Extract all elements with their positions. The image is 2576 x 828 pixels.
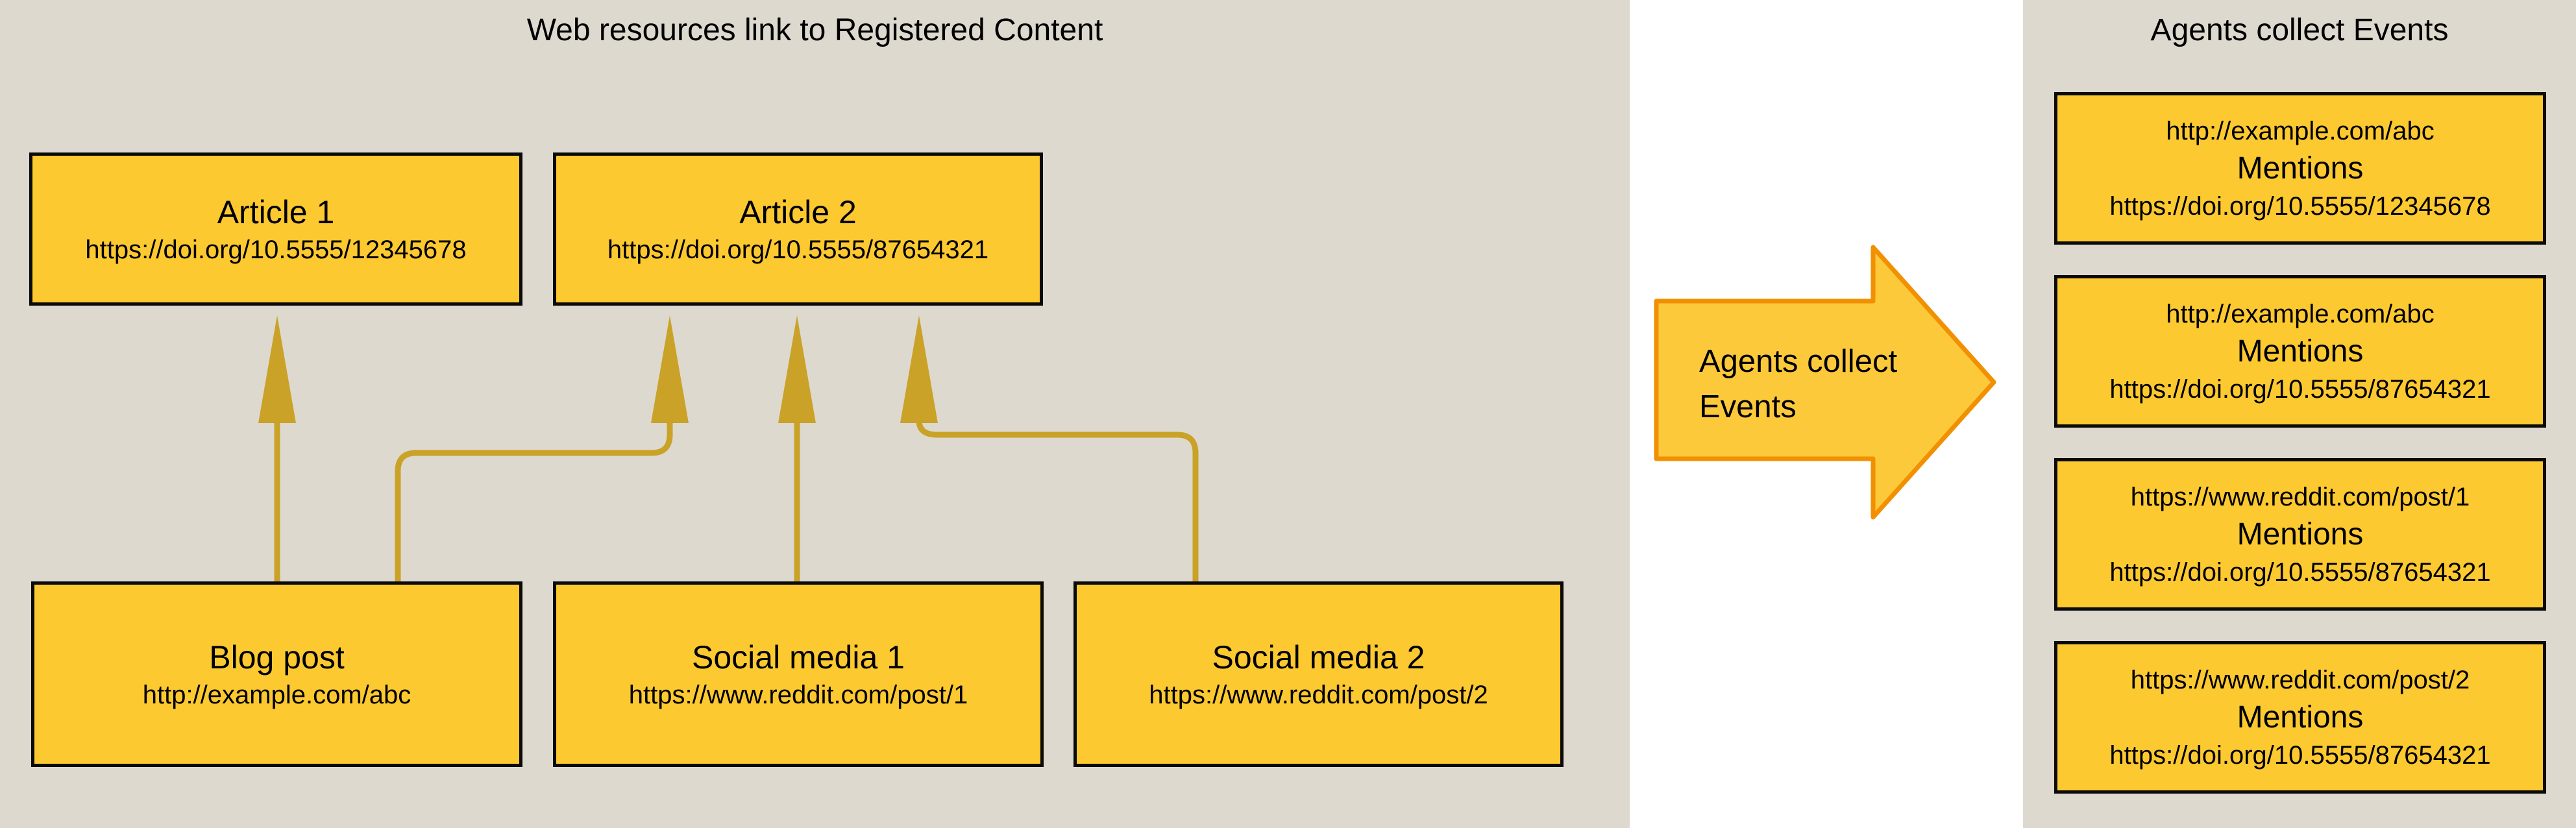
arrow-label-line-1: Agents collect xyxy=(1699,344,1898,379)
event-box: https://www.reddit.com/post/1 Mentions h… xyxy=(2054,458,2546,611)
connector-blog-post-to-article-1 xyxy=(258,315,296,585)
arrowhead-up-icon xyxy=(778,315,816,423)
left-panel-title: Web resources link to Registered Content xyxy=(526,13,1103,47)
event-subject-url: http://example.com/abc xyxy=(2166,299,2435,328)
right-arrow-icon xyxy=(1654,245,1996,520)
arrowhead-up-icon xyxy=(258,315,296,423)
connector-line xyxy=(395,420,673,585)
agents-collect-arrow-label: Agents collect Events xyxy=(1699,339,1897,430)
node-title: Social media 1 xyxy=(692,639,905,676)
middle-panel: Agents collect Events xyxy=(1630,0,2023,828)
right-panel: Agents collect Events http://example.com… xyxy=(2023,0,2576,828)
node-url: https://doi.org/10.5555/87654321 xyxy=(607,236,989,264)
connector-line xyxy=(916,420,1199,585)
event-subject-url: https://www.reddit.com/post/1 xyxy=(2130,482,2470,511)
event-predicate: Mentions xyxy=(2237,700,2364,735)
node-article-1: Article 1 https://doi.org/10.5555/123456… xyxy=(29,152,522,306)
node-social-media-2: Social media 2 https://www.reddit.com/po… xyxy=(1073,581,1564,767)
node-title: Social media 2 xyxy=(1212,639,1425,676)
event-predicate: Mentions xyxy=(2237,334,2364,369)
event-object-url: https://doi.org/10.5555/12345678 xyxy=(2109,191,2491,221)
connector-blog-post-to-article-2 xyxy=(395,315,689,585)
node-social-media-1: Social media 1 https://www.reddit.com/po… xyxy=(553,581,1044,767)
node-url: https://doi.org/10.5555/12345678 xyxy=(85,236,467,264)
right-panel-title: Agents collect Events xyxy=(2150,13,2449,47)
event-predicate: Mentions xyxy=(2237,517,2364,552)
connector-social-media-2-to-article-2 xyxy=(900,315,1199,585)
event-box: http://example.com/abc Mentions https://… xyxy=(2054,275,2546,428)
arrowhead-up-icon xyxy=(651,315,689,423)
connector-social-media-1-to-article-2 xyxy=(778,315,816,585)
event-object-url: https://doi.org/10.5555/87654321 xyxy=(2109,740,2491,770)
event-predicate: Mentions xyxy=(2237,151,2364,186)
left-panel: Web resources link to Registered Content… xyxy=(0,0,1630,828)
node-url: http://example.com/abc xyxy=(142,681,411,709)
node-title: Blog post xyxy=(209,639,345,676)
arrowhead-up-icon xyxy=(900,315,938,423)
node-url: https://www.reddit.com/post/1 xyxy=(628,681,968,709)
node-url: https://www.reddit.com/post/2 xyxy=(1149,681,1488,709)
agents-collect-arrow-shape xyxy=(1654,245,1996,520)
event-box: http://example.com/abc Mentions https://… xyxy=(2054,92,2546,245)
node-article-2: Article 2 https://doi.org/10.5555/876543… xyxy=(553,152,1043,306)
event-object-url: https://doi.org/10.5555/87654321 xyxy=(2109,557,2491,587)
event-subject-url: http://example.com/abc xyxy=(2166,116,2435,145)
node-blog-post: Blog post http://example.com/abc xyxy=(31,581,522,767)
event-object-url: https://doi.org/10.5555/87654321 xyxy=(2109,374,2491,404)
arrow-label-line-2: Events xyxy=(1699,389,1797,424)
node-title: Article 2 xyxy=(739,194,857,230)
node-title: Article 1 xyxy=(217,194,335,230)
event-subject-url: https://www.reddit.com/post/2 xyxy=(2130,665,2470,694)
event-box: https://www.reddit.com/post/2 Mentions h… xyxy=(2054,641,2546,794)
